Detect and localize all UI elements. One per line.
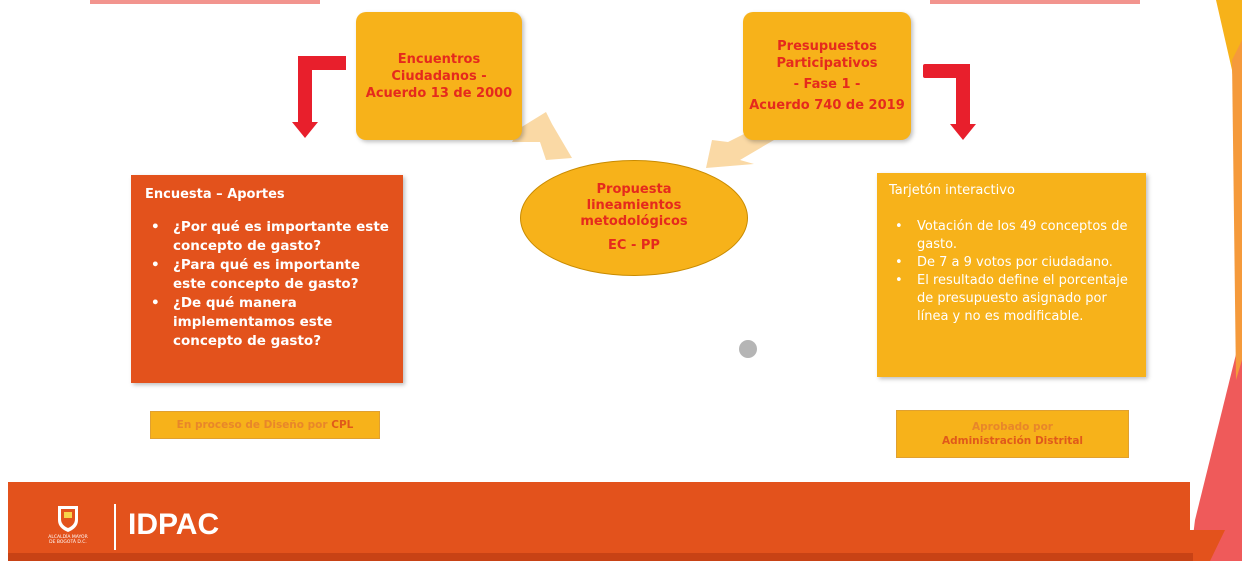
center-line-1: Propuesta bbox=[596, 182, 672, 197]
encuesta-status-prefix: En proceso de Diseño por bbox=[176, 419, 328, 431]
encuesta-question: ¿Por qué es importante este concepto de … bbox=[145, 218, 389, 256]
header-fragment-right bbox=[930, 0, 1140, 4]
encuesta-status-emphasis: CPL bbox=[331, 419, 354, 431]
presupuestos-line-3: - Fase 1 - bbox=[793, 77, 861, 92]
encuesta-questions-list: ¿Por qué es importante este concepto de … bbox=[145, 218, 389, 351]
encuesta-question: ¿De qué manera implementamos este concep… bbox=[145, 294, 389, 351]
presupuestos-participativos-box: Presupuestos Participativos - Fase 1 - A… bbox=[743, 12, 911, 140]
crest-label-line-2: DE BOGOTÁ D.C. bbox=[49, 540, 87, 545]
tarjeton-item: De 7 a 9 votos por ciudadano. bbox=[889, 254, 1134, 272]
red-arrow-right bbox=[923, 64, 976, 140]
gray-dot bbox=[739, 340, 757, 358]
bogota-crest-icon bbox=[58, 506, 78, 532]
tarjeton-item: El resultado define el porcentaje de pre… bbox=[889, 272, 1134, 326]
presupuestos-line-2: Participativos bbox=[776, 56, 878, 71]
tarjeton-status-line-1: Aprobado por bbox=[972, 421, 1053, 433]
connector-arrow-left bbox=[512, 112, 572, 160]
tarjeton-item: Votación de los 49 conceptos de gasto. bbox=[889, 218, 1134, 254]
corner-ribbon-orange bbox=[1232, 40, 1242, 380]
presupuestos-line-1: Presupuestos bbox=[777, 39, 877, 54]
encuentros-line-1: Encuentros bbox=[397, 51, 481, 67]
presupuestos-line-4: Acuerdo 740 de 2019 bbox=[749, 98, 905, 113]
encuesta-title: Encuesta – Aportes bbox=[145, 187, 285, 202]
tarjeton-status-line-2: Administración Distrital bbox=[941, 435, 1084, 447]
center-line-3: metodológicos bbox=[580, 214, 688, 229]
tarjeton-interactivo-panel: Tarjetón interactivo Votación de los 49 … bbox=[877, 173, 1146, 377]
encuesta-status-badge: En proceso de Diseño por CPL bbox=[150, 411, 380, 439]
encuentros-line-3: Acuerdo 13 de 2000 bbox=[365, 85, 513, 101]
encuesta-question: ¿Para qué es importante este concepto de… bbox=[145, 256, 389, 294]
encuesta-aportes-panel: Encuesta – Aportes ¿Por qué es important… bbox=[131, 175, 403, 383]
corner-ribbon-red bbox=[1190, 330, 1242, 561]
header-fragment bbox=[90, 0, 320, 4]
center-tag: EC - PP bbox=[608, 238, 660, 253]
center-line-2: lineamientos bbox=[586, 198, 682, 213]
corner-ribbon-gold bbox=[1216, 0, 1242, 170]
tarjeton-title: Tarjetón interactivo bbox=[889, 183, 1015, 198]
red-arrow-left bbox=[292, 56, 346, 138]
propuesta-lineamientos-ellipse: Propuesta lineamientos metodológicos EC … bbox=[520, 160, 748, 276]
idpac-logo: IDPAC bbox=[128, 508, 220, 541]
crest-label: ALCALDÍA MAYOR DE BOGOTÁ D.C. bbox=[44, 535, 92, 545]
footer-shadow bbox=[8, 553, 1193, 561]
encuentros-line-2: Ciudadanos - bbox=[391, 68, 487, 84]
encuesta-status-text: En proceso de Diseño por CPL bbox=[177, 418, 354, 432]
crest-label-line-1: ALCALDÍA MAYOR bbox=[48, 535, 88, 540]
tarjeton-items-list: Votación de los 49 conceptos de gasto. D… bbox=[889, 218, 1134, 326]
footer-band bbox=[8, 482, 1225, 561]
encuentros-ciudadanos-box: Encuentros Ciudadanos - Acuerdo 13 de 20… bbox=[356, 12, 522, 140]
tarjeton-status-badge: Aprobado por Administración Distrital bbox=[896, 410, 1129, 458]
footer-divider bbox=[114, 504, 116, 550]
